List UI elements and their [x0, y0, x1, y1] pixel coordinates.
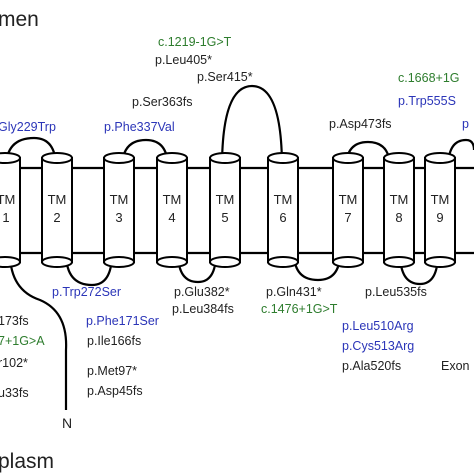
svg-text:TM: TM	[110, 192, 129, 207]
mutation-label: 7+1G>A	[0, 334, 45, 348]
tm-helix-7: TM 7	[332, 152, 364, 268]
tm-helix-4: TM 4	[156, 152, 188, 268]
mutation-label: p.Leu535fs	[365, 285, 427, 299]
mutation-label: p.Phe171Ser	[86, 314, 159, 328]
svg-text:TM: TM	[390, 192, 409, 207]
loop-cyto-2-3	[64, 252, 114, 287]
n-terminal-tail	[8, 252, 68, 410]
n-terminus-label: N	[62, 415, 72, 431]
svg-text:TM: TM	[274, 192, 293, 207]
svg-text:TM: TM	[216, 192, 235, 207]
tm-helix-6: TM 6	[267, 152, 299, 268]
tm-helix-5: TM 5	[209, 152, 241, 268]
mutation-label: Exon	[441, 359, 470, 373]
mutation-label: p.Glu382*	[174, 285, 230, 299]
mutation-label-fragment: p	[462, 117, 469, 131]
mutation-label: p.Met97*	[87, 364, 137, 378]
svg-text:8: 8	[395, 210, 402, 225]
region-label-lumen: men	[0, 8, 39, 31]
tm-helix-8: TM 8	[383, 152, 415, 268]
mutation-label: r102*	[0, 356, 28, 370]
svg-text:1: 1	[2, 210, 9, 225]
mutation-label: Gly229Trp	[0, 120, 56, 134]
loop-cyto-4-5	[176, 252, 218, 284]
svg-text:TM: TM	[48, 192, 67, 207]
mutation-label: p.Ser363fs	[132, 95, 192, 109]
svg-text:TM: TM	[339, 192, 358, 207]
mutation-label: p.Leu510Arg	[342, 319, 414, 333]
svg-text:5: 5	[221, 210, 228, 225]
svg-text:2: 2	[53, 210, 60, 225]
mutation-label: p.Leu384fs	[172, 302, 234, 316]
mutation-label: p.Asp45fs	[87, 384, 143, 398]
loop-lumen-5-6	[220, 84, 284, 169]
mutation-label: p.Gln431*	[266, 285, 322, 299]
mutation-label: p.Asp473fs	[329, 117, 392, 131]
tm-helix-9: TM 9	[424, 152, 456, 268]
tm-label-1: TM	[0, 192, 15, 207]
svg-text:4: 4	[168, 210, 175, 225]
mutation-label: c.1219-1G>T	[158, 35, 232, 49]
region-label-cytoplasm: plasm	[0, 450, 54, 473]
mutation-label: 173fs	[0, 314, 29, 328]
svg-text:9: 9	[436, 210, 443, 225]
mutation-label: p.Trp272Ser	[52, 285, 121, 299]
mutation-label: p.Phe337Val	[104, 120, 175, 134]
tm-helix-2: TM 2	[41, 152, 73, 268]
mutation-label: p.Ala520fs	[342, 359, 401, 373]
mutation-label: u33fs	[0, 386, 29, 400]
svg-text:TM: TM	[431, 192, 450, 207]
svg-text:6: 6	[279, 210, 286, 225]
mutation-label: c.1668+1G	[398, 71, 460, 85]
tm-helix-3: TM 3	[103, 152, 135, 268]
svg-text:TM: TM	[163, 192, 182, 207]
mutation-label: p.Ile166fs	[87, 334, 141, 348]
mutation-label: p.Leu405*	[155, 53, 212, 67]
mutation-label: c.1476+1G>T	[261, 302, 338, 316]
loop-cyto-8-9	[398, 252, 440, 286]
svg-text:7: 7	[344, 210, 351, 225]
mutation-label: p.Ser415*	[197, 70, 253, 84]
mutation-label: p.Trp555S	[398, 94, 456, 108]
svg-text:3: 3	[115, 210, 122, 225]
tm-helix-1: TM 1	[0, 152, 21, 268]
mutation-label: p.Cys513Arg	[342, 339, 414, 353]
